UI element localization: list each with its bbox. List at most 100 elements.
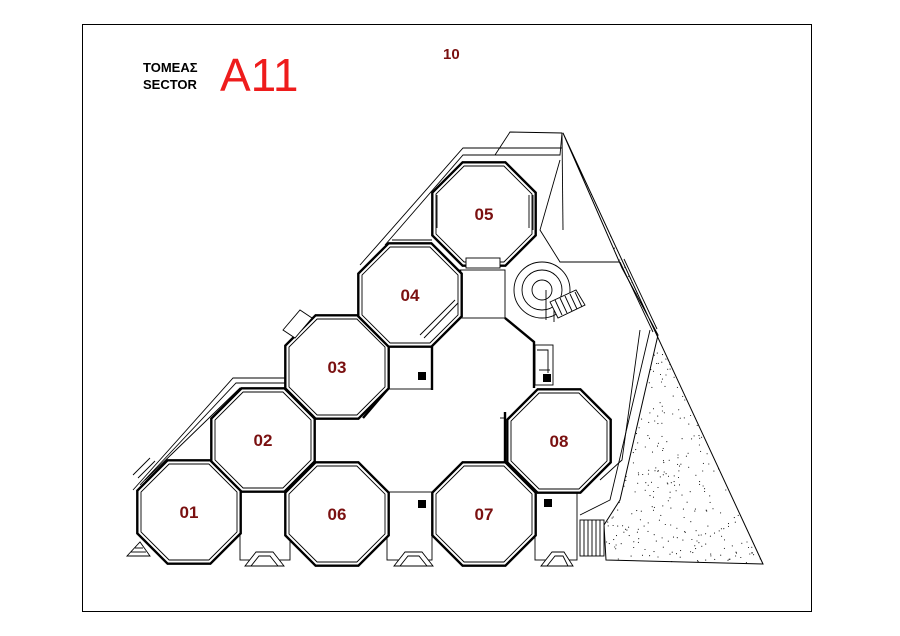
stipple-dot: [649, 495, 651, 497]
stipple-dot: [655, 467, 657, 469]
stipple-dot: [637, 442, 639, 444]
stipple-dot: [644, 446, 646, 448]
stipple-dot: [695, 530, 697, 532]
stipple-dot: [702, 462, 704, 464]
stipple-dot: [729, 558, 731, 560]
stipple-dot: [634, 491, 636, 493]
stipple-dot: [759, 558, 761, 560]
stipple-dot: [713, 532, 716, 534]
stipple-dot: [665, 473, 667, 475]
room-outline: [284, 461, 390, 567]
stipple-dot: [651, 506, 653, 508]
stipple-dot: [698, 435, 700, 437]
stipple-dot: [662, 449, 664, 452]
stipple-dot: [661, 422, 663, 424]
stipple-dot: [731, 545, 733, 547]
stipple-dot: [637, 541, 639, 543]
stipple-dot: [691, 438, 693, 440]
stipple-dot: [642, 473, 644, 476]
stipple-dot: [683, 516, 685, 519]
stipple-dot: [657, 486, 659, 489]
stipple-dot: [721, 535, 723, 537]
stipple-dot: [680, 550, 682, 552]
stipple-dot: [746, 541, 748, 543]
stipple-dot: [662, 546, 664, 548]
stipple-dot: [658, 519, 660, 521]
stipple-dot: [702, 485, 704, 487]
stipple-dot: [677, 476, 680, 479]
stipple-dot: [624, 266, 626, 268]
stipple-dot: [753, 554, 755, 556]
stipple-dot: [663, 462, 665, 464]
stipple-dot: [653, 490, 655, 493]
stipple-dot: [696, 540, 698, 542]
room-inner-line: [435, 465, 533, 563]
stipple-dot: [612, 516, 614, 518]
stipple-dot: [611, 517, 613, 519]
stipple-dot: [692, 552, 694, 554]
stipple-dot: [590, 193, 592, 196]
stipple-dot: [665, 374, 667, 376]
stipple-dot: [669, 368, 671, 370]
stipple-dot: [663, 412, 665, 414]
stipple-dot: [622, 525, 624, 527]
stipple-dot: [661, 435, 663, 437]
stipple-dot: [610, 235, 612, 237]
stipple-dot: [623, 485, 625, 487]
stipple-dot: [626, 529, 628, 531]
stipple-dot: [656, 445, 659, 447]
stipple-dot: [643, 525, 645, 527]
stipple-dot: [698, 534, 700, 536]
stipple-dot: [745, 562, 747, 564]
stipple-dot: [661, 410, 663, 412]
stipple-dot: [662, 474, 664, 476]
stipple-dot: [723, 547, 725, 549]
room-inner-line: [288, 465, 386, 563]
stipple-dot: [664, 523, 666, 526]
stipple-dot: [648, 469, 650, 471]
room-outline: [506, 388, 612, 494]
room-label: 03: [328, 358, 347, 377]
room-inner-line: [140, 463, 238, 561]
stipple-dot: [660, 514, 662, 516]
stipple-dot: [717, 468, 720, 470]
stipple-dot: [662, 447, 664, 450]
stipple-dot: [652, 408, 655, 410]
stipple-dot: [700, 450, 702, 452]
stipple-dot: [675, 553, 678, 555]
stipple-dot: [700, 534, 702, 536]
stipple-dot: [720, 554, 722, 556]
stipple-dot: [701, 545, 703, 547]
room-06: 06: [284, 461, 390, 567]
stipple-dot: [713, 470, 715, 472]
stipple-dot: [635, 449, 637, 451]
stipple-dot: [705, 559, 707, 561]
stipple-dot: [663, 471, 665, 473]
stipple-dot: [680, 463, 682, 465]
stipple-dot: [628, 526, 630, 528]
stipple-dot: [705, 509, 707, 511]
stipple-dot: [631, 513, 633, 515]
stipple-dot: [725, 489, 727, 491]
stipple-dot: [684, 531, 686, 533]
stipple-dot: [718, 530, 720, 532]
terrain-stipple: [590, 193, 761, 564]
stipple-dot: [693, 435, 695, 437]
stipple-dot: [683, 417, 685, 419]
stipple-dot: [606, 541, 608, 543]
stipple-dot: [682, 539, 684, 541]
stipple-dot: [673, 481, 675, 483]
stipple-dot: [613, 539, 615, 541]
room-inner-line: [214, 391, 312, 489]
stipple-dot: [651, 451, 654, 453]
stipple-dot: [681, 494, 683, 496]
stipple-dot: [696, 424, 698, 426]
stipple-dot: [636, 510, 638, 512]
stipple-dot: [678, 465, 681, 467]
stipple-dot: [695, 548, 697, 550]
stipple-dot: [673, 376, 675, 378]
stipple-dot: [638, 474, 640, 476]
stipple-dot: [667, 483, 669, 485]
stipple-dot: [672, 395, 674, 397]
stipple-dot: [629, 277, 631, 279]
